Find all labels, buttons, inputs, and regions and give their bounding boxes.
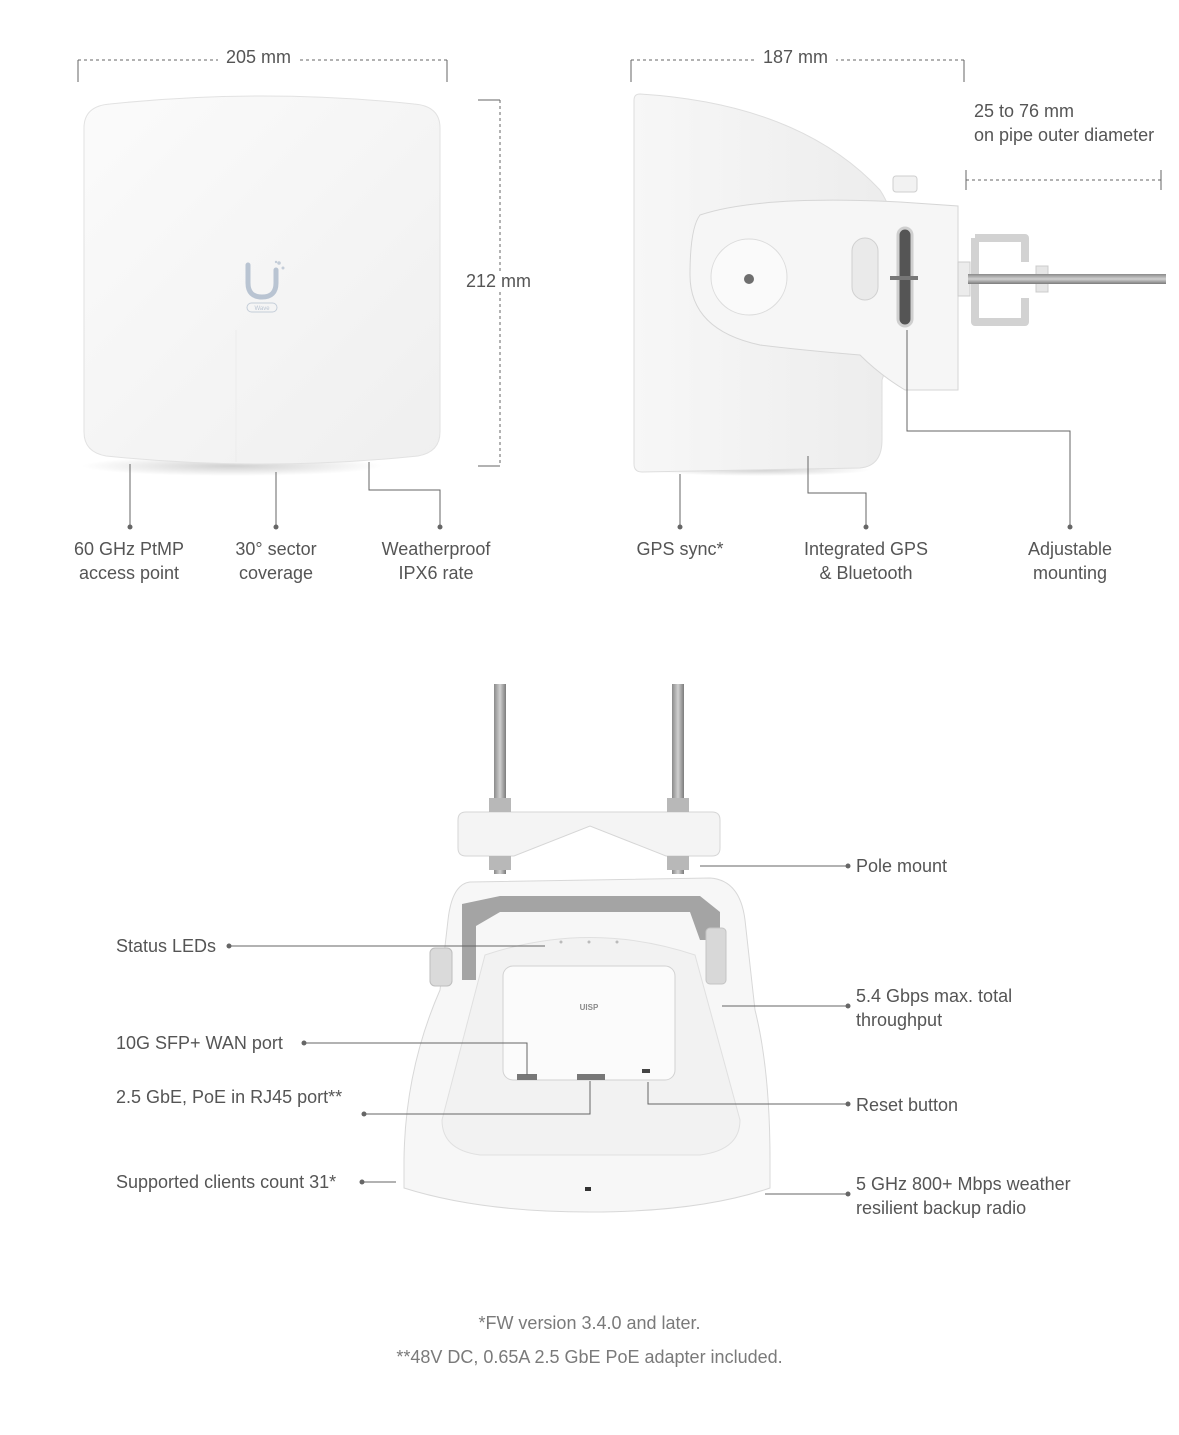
dim-front-height: 212 mm xyxy=(458,271,540,292)
callout-clients: Supported clients count 31* xyxy=(116,1172,337,1192)
callout-adjustable: Adjustable mounting xyxy=(1028,537,1112,585)
callout-line: resilient backup radio xyxy=(856,1198,1027,1218)
callout-gps-sync: GPS sync* xyxy=(636,537,723,561)
bottom-logo-text: UISP xyxy=(580,1003,599,1012)
callout-reset-button: Reset button xyxy=(856,1093,958,1117)
callout-gps-bluetooth: Integrated GPS & Bluetooth xyxy=(804,537,928,585)
callout-weatherproof: Weatherproof IPX6 rate xyxy=(382,537,491,585)
callout-line: Adjustable xyxy=(1027,539,1113,559)
callout-status-leds: Status LEDs xyxy=(116,936,217,956)
callout-line: 60 GHz PtMP xyxy=(73,539,185,559)
side-view-device xyxy=(633,93,1166,476)
callout-backup-radio: 5 GHz 800+ Mbps weather resilient backup… xyxy=(856,1172,1071,1220)
callout-line: access point xyxy=(78,563,180,583)
callout-line: throughput xyxy=(856,1010,943,1030)
leader-dots xyxy=(127,524,1073,1197)
callout-pole-mount: Pole mount xyxy=(856,854,947,878)
callout-line: Pole mount xyxy=(856,856,948,876)
footnote-poe: **48V DC, 0.65A 2.5 GbE PoE adapter incl… xyxy=(396,1347,783,1367)
dim-pipe-diameter: 25 to 76 mm on pipe outer diameter xyxy=(974,99,1154,147)
callout-line: Integrated GPS xyxy=(803,539,929,559)
leader-lines xyxy=(129,330,1071,1195)
callout-line: GPS sync* xyxy=(636,539,724,559)
callout-line: 5 GHz 800+ Mbps weather xyxy=(856,1174,1071,1194)
callout-line: Weatherproof xyxy=(381,539,491,559)
callout-sfp-port: 10G SFP+ WAN port xyxy=(116,1033,283,1053)
dim-pipe-line1: 25 to 76 mm xyxy=(974,101,1075,121)
dim-pipe-line2: on pipe outer diameter xyxy=(974,125,1155,145)
callout-line: 30° sector xyxy=(235,539,317,559)
front-view-device xyxy=(82,95,441,476)
callout-sector: 30° sector coverage xyxy=(235,537,316,585)
callout-60ghz: 60 GHz PtMP access point xyxy=(74,537,184,585)
callout-rj45-port: 2.5 GbE, PoE in RJ45 port** xyxy=(116,1087,343,1107)
callout-line: & Bluetooth xyxy=(819,563,913,583)
dim-side-depth: 187 mm xyxy=(755,47,837,68)
callout-throughput: 5.4 Gbps max. total throughput xyxy=(856,984,1012,1032)
footnote-fw: *FW version 3.4.0 and later. xyxy=(478,1313,701,1333)
bottom-view-device xyxy=(403,684,771,1213)
callout-line: IPX6 rate xyxy=(398,563,474,583)
dim-front-width: 205 mm xyxy=(218,47,300,68)
callout-line: coverage xyxy=(238,563,314,583)
logo-badge-text: Wave xyxy=(254,306,270,312)
callout-line: Reset button xyxy=(856,1095,959,1115)
callout-line: 5.4 Gbps max. total xyxy=(856,986,1013,1006)
callout-line: mounting xyxy=(1032,563,1108,583)
